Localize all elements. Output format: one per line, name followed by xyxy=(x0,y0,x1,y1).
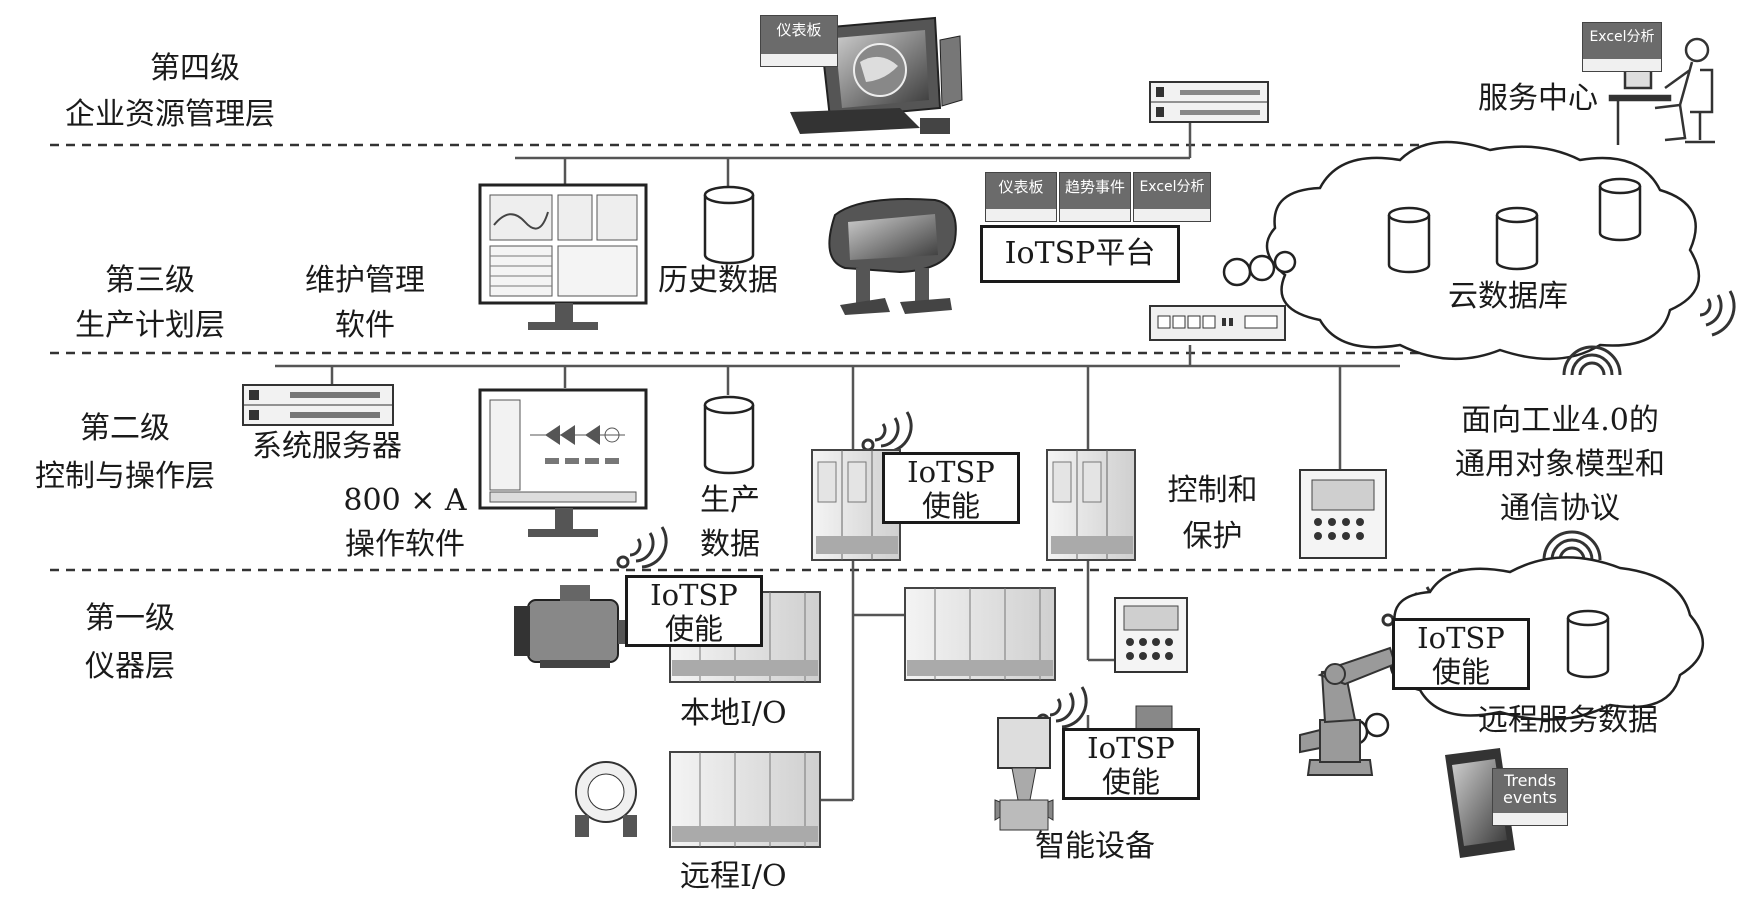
level1-title: 第一级 xyxy=(85,601,175,636)
level2-name: 控制与操作层 xyxy=(35,459,215,494)
level4-name: 企业资源管理层 xyxy=(65,97,275,132)
operator-monitor-icon xyxy=(478,388,648,537)
thumbnail-brand-strip xyxy=(1583,59,1661,71)
service-center-label: 服务中心 xyxy=(1478,81,1598,116)
iotsp-label: IoTSP xyxy=(1087,731,1175,765)
operating-software-label-1: 800 × A xyxy=(343,483,467,518)
trends-events-thumbnail: Trends events xyxy=(1492,768,1568,826)
remote-io-label: 远程I/O xyxy=(680,859,787,894)
history-data-label: 历史数据 xyxy=(658,263,778,298)
excel-thumbnail-top: Excel分析 xyxy=(1582,22,1662,72)
thumbnail-caption: Excel分析 xyxy=(1139,179,1205,195)
control-protection-label-1: 控制和 xyxy=(1167,473,1258,508)
thumbnail-brand-strip xyxy=(1060,209,1130,221)
industry40-label-3: 通信协议 xyxy=(1500,491,1620,526)
cloud-database-label: 云数据库 xyxy=(1448,279,1568,314)
remote-service-data-label: 远程服务数据 xyxy=(1478,703,1658,738)
enable-label: 使能 xyxy=(1101,765,1160,799)
iotsp-platform-label: IoTSP平台 xyxy=(1004,236,1156,271)
thumbnail-brand-strip xyxy=(761,54,837,66)
thumbnail-brand-strip xyxy=(1493,813,1567,825)
iotsp-label: IoTSP xyxy=(907,455,995,489)
excel-analysis-thumbnail: Excel分析 xyxy=(1133,172,1211,222)
control-protection-label-2: 保护 xyxy=(1182,519,1243,554)
operating-software-label-2: 操作软件 xyxy=(345,527,465,562)
iotsp-enable-box-motor: IoTSP 使能 xyxy=(625,575,763,647)
cloud-db-cylinders xyxy=(1387,177,1642,274)
controller-right-icon xyxy=(1046,449,1136,561)
iotsp-enable-box-controller: IoTSP 使能 xyxy=(882,452,1020,524)
dashboard-thumbnail: 仪表板 xyxy=(985,172,1057,222)
cloud-bubbles-top xyxy=(1222,250,1297,287)
robot-arm-icon xyxy=(1299,646,1397,776)
protection-relay-icon xyxy=(1299,469,1387,559)
production-database-icon xyxy=(703,395,755,475)
system-server-icon xyxy=(242,384,394,426)
level3-title: 第三级 xyxy=(105,263,195,298)
industry40-label-1: 面向工业4.0的 xyxy=(1461,403,1659,438)
maintenance-monitor-icon xyxy=(478,183,648,330)
field-device-panel-icon xyxy=(1114,597,1188,673)
gateway-device-icon xyxy=(1149,305,1286,341)
server-rack-top-icon xyxy=(1149,81,1269,123)
level3-name: 生产计划层 xyxy=(75,308,225,343)
thumbnail-caption: Excel分析 xyxy=(1589,29,1655,45)
io-module-middle-icon xyxy=(904,587,1056,681)
production-data-label-1: 生产 xyxy=(700,483,760,518)
level1-name: 仪器层 xyxy=(85,649,175,684)
enable-label: 使能 xyxy=(921,489,980,523)
history-database-icon xyxy=(703,185,755,265)
iotsp-label: IoTSP xyxy=(650,578,738,612)
thumbnail-caption: 仪表板 xyxy=(998,178,1044,196)
network-buses xyxy=(275,122,1400,802)
transmitter-icon xyxy=(575,761,637,837)
remote-io-module-icon xyxy=(669,751,821,848)
thumbnail-caption: 仪表板 xyxy=(776,21,822,39)
local-io-label: 本地I/O xyxy=(680,696,787,731)
system-server-label: 系统服务器 xyxy=(252,429,402,464)
motor-icon xyxy=(514,585,636,668)
control-valve-icon xyxy=(994,705,1173,831)
production-data-label-2: 数据 xyxy=(700,527,760,562)
smart-device-label: 智能设备 xyxy=(1035,829,1155,864)
level2-title: 第二级 xyxy=(80,411,170,446)
maintenance-software-label-1: 维护管理 xyxy=(305,263,425,298)
thumbnail-brand-strip xyxy=(1134,209,1210,221)
cloud-database-cloud xyxy=(1265,140,1701,361)
enable-label: 使能 xyxy=(1431,655,1490,689)
hmi-terminal-icon xyxy=(828,198,957,315)
iotsp-enable-box-robot: IoTSP 使能 xyxy=(1392,618,1530,690)
thumbnail-brand-strip xyxy=(986,209,1056,221)
dashboard-monitor-icon xyxy=(790,16,963,134)
dashboard-thumbnail-top: 仪表板 xyxy=(760,15,838,67)
iotsp-platform-box: IoTSP平台 xyxy=(980,225,1180,283)
thumbnail-caption-1: Trends xyxy=(1503,771,1557,790)
industry40-label-2: 通用对象模型和 xyxy=(1455,447,1665,482)
iotsp-enable-box-valve: IoTSP 使能 xyxy=(1062,728,1200,800)
thumbnail-caption: 趋势事件 xyxy=(1064,178,1125,196)
controller-left-icon xyxy=(811,449,901,561)
layer-dividers xyxy=(50,143,1470,572)
thumbnail-caption-2: events xyxy=(1503,788,1557,807)
iotsp-label: IoTSP xyxy=(1417,621,1505,655)
maintenance-software-label-2: 软件 xyxy=(335,308,395,343)
level4-title: 第四级 xyxy=(150,51,240,86)
trend-events-thumbnail: 趋势事件 xyxy=(1059,172,1131,222)
enable-label: 使能 xyxy=(664,612,723,646)
